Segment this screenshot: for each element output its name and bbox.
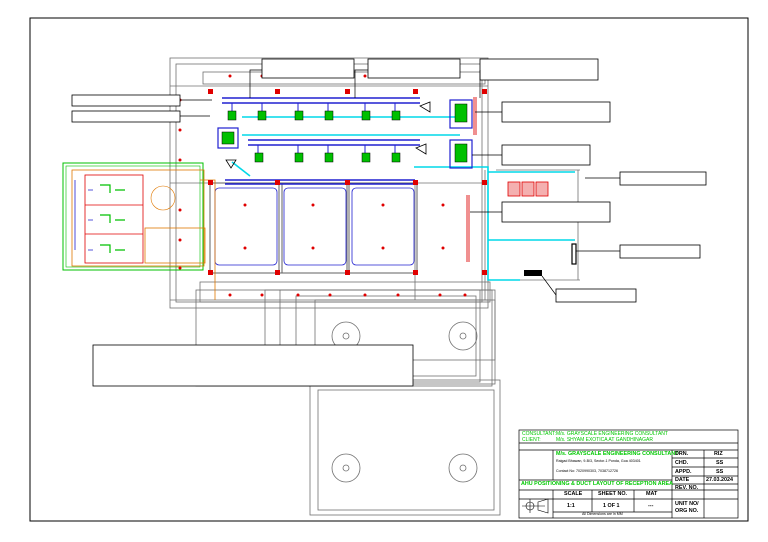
building-outline [169, 57, 580, 516]
date-label: DATE [675, 477, 690, 483]
room-outlines [214, 187, 415, 266]
rev-label: REV. NO. [675, 485, 699, 491]
firm-address: Raigad Bhawan, 9-B/3, Sector-1 Ponda, Go… [556, 459, 641, 463]
sheet-value: 1 OF 1 [603, 503, 620, 509]
chd-value: SS [716, 460, 724, 466]
callout-boxes [71, 58, 707, 387]
appd-label: APPD. [675, 469, 692, 475]
unit-label: UNIT NO/ [675, 501, 699, 507]
appd-value: SS [716, 469, 724, 475]
return-duct-cyan [231, 116, 575, 281]
firm-contact: Contact No: 7020990303, 7038712726 [556, 469, 618, 473]
title-block [518, 429, 739, 519]
projection-symbol-icon [522, 498, 549, 514]
diffusers [227, 110, 401, 163]
scale-value: 1:1 [567, 503, 575, 509]
consultant-label: CONSULTANT: [522, 431, 556, 437]
panel-unit [524, 270, 542, 276]
toilet-block [62, 162, 216, 300]
mat-value: --- [648, 503, 654, 509]
client-value: M/s. SHYAM EXOTICA AT GANDHINAGAR [556, 437, 653, 443]
date-value: 27.03.2024 [706, 477, 733, 483]
drn-value: RIZ [714, 451, 723, 457]
supply-duct-network [222, 97, 420, 185]
mat-label: MAT [646, 491, 658, 497]
client-label: CLIENT: [522, 437, 541, 443]
ahu-units [217, 97, 477, 262]
duct-drops [231, 103, 396, 153]
wall-unit [571, 243, 577, 265]
consultant-value: M/s. GRAYSCALE ENGINEERING CONSULTANT [556, 431, 668, 437]
column-markers [178, 74, 487, 297]
sheet-label: SHEET NO. [598, 491, 628, 497]
sheet-border [29, 17, 749, 522]
scale-label: SCALE [564, 491, 583, 497]
room-walls [209, 182, 418, 274]
dimensions-note: All Dimensions are in MM [582, 512, 623, 516]
outdoor-units [507, 181, 549, 197]
org-label: ORG NO. [675, 508, 699, 514]
drn-label: DRN. [675, 451, 689, 457]
chd-label: CHD. [675, 460, 689, 466]
leader-lines [180, 69, 620, 296]
drawing-title: AHU POSITIONING & DUCT LAYOUT OF RECEPTI… [521, 481, 674, 487]
firm-name: M/s. GRAYSCALE ENGINEERING CONSULTANT [556, 451, 679, 457]
